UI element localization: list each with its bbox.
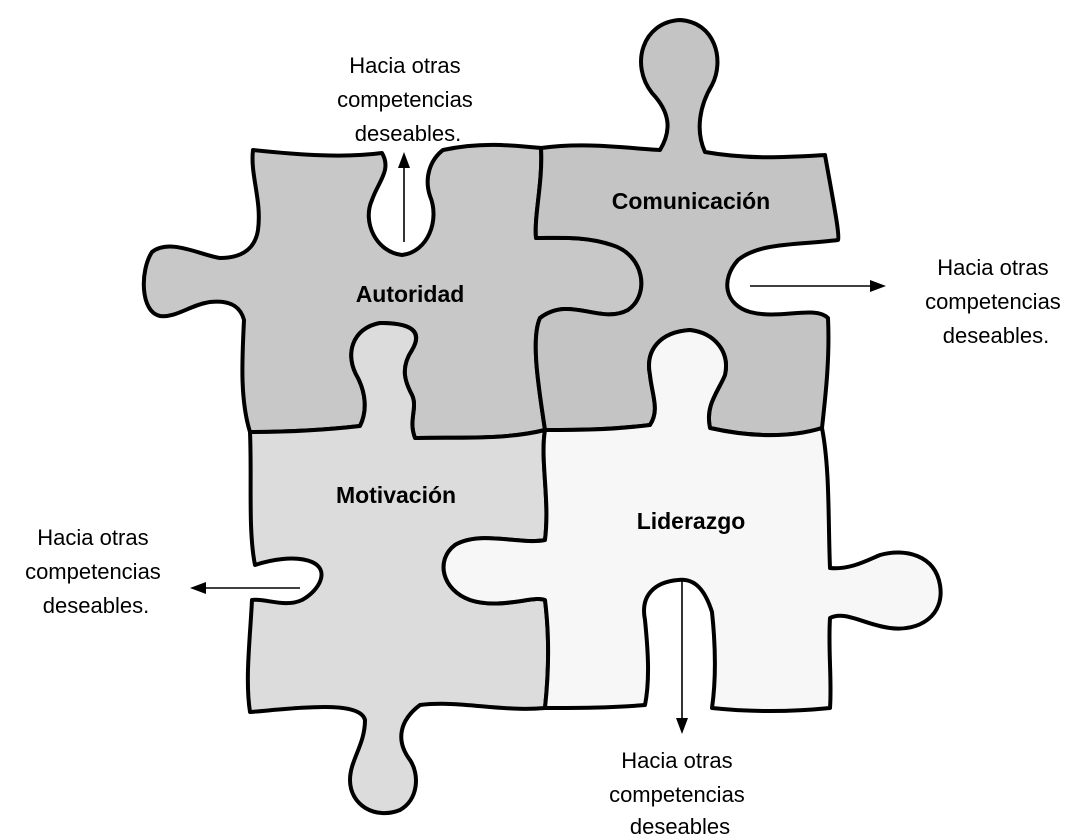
annotation-bottom: Hacia otras competencias deseables xyxy=(609,748,751,837)
puzzle-piece-comunicacion xyxy=(533,18,841,438)
label-motivacion: Motivación xyxy=(336,482,456,508)
puzzle-piece-liderazgo xyxy=(441,328,943,713)
arrow-down xyxy=(676,578,688,734)
label-autoridad: Autoridad xyxy=(356,281,465,307)
arrow-up xyxy=(398,152,410,242)
label-liderazgo: Liderazgo xyxy=(637,508,746,534)
annotation-left: Hacia otras competencias deseables. xyxy=(25,525,167,618)
annotation-right: Hacia otras competencias deseables. xyxy=(925,255,1067,348)
arrow-right xyxy=(750,280,886,292)
label-comunicacion: Comunicación xyxy=(612,188,770,214)
arrow-left xyxy=(190,582,300,594)
annotation-top: Hacia otras competencias deseables. xyxy=(337,53,479,146)
